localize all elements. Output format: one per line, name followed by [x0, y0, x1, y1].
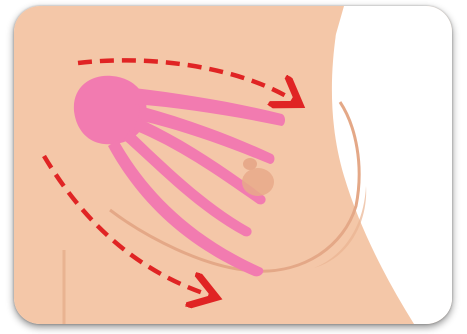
nipple	[243, 158, 257, 170]
gland-central-mass	[74, 76, 147, 145]
breast-illustration	[14, 6, 452, 324]
areola	[242, 168, 274, 196]
breast-illustration-frame	[14, 6, 452, 324]
